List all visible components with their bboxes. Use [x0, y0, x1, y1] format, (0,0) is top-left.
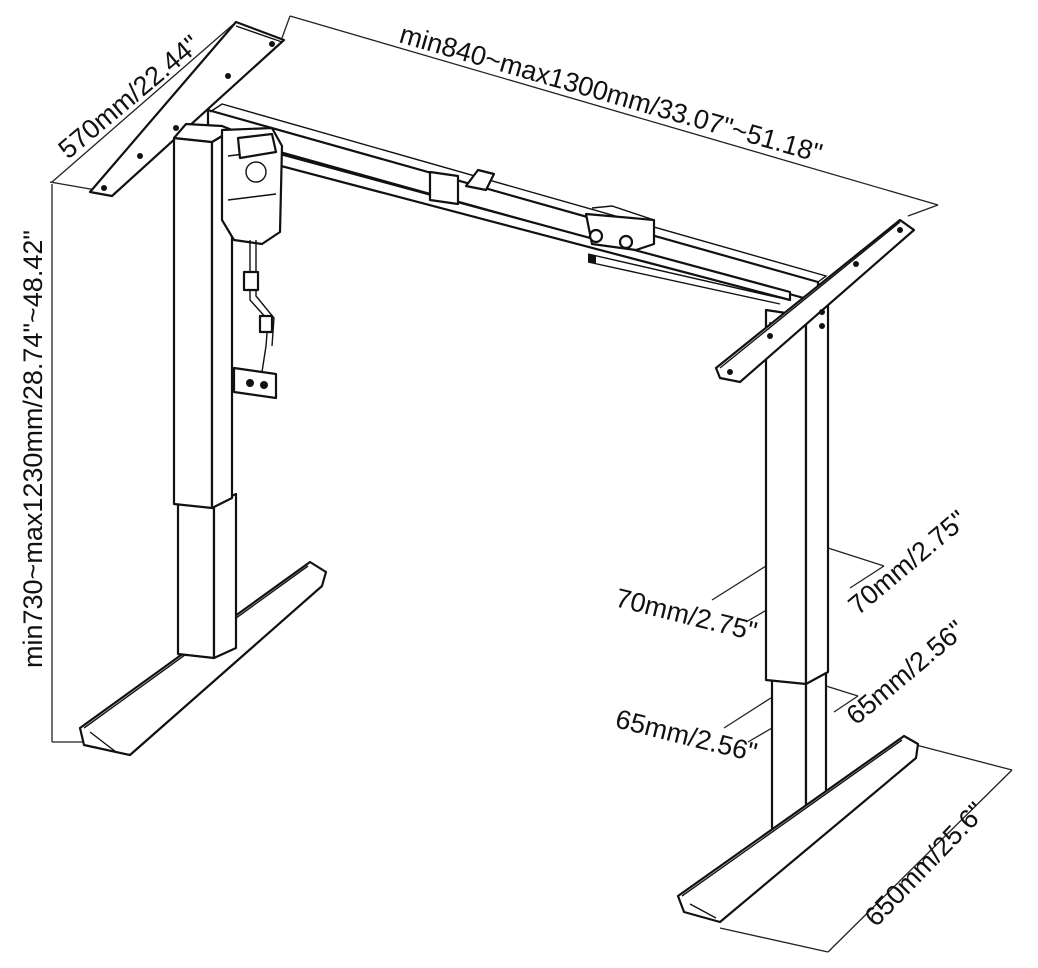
width-label: min840~max1300mm/33.07"~51.18"	[396, 19, 825, 169]
lower-column-side-label: 65mm/2.56"	[841, 615, 971, 731]
left-top-bracket	[88, 20, 286, 198]
cable-and-control-box	[232, 240, 278, 400]
dimension-lines	[49, 15, 1013, 953]
lower-column-front-label: 65mm/2.56"	[613, 704, 761, 768]
right-top-bracket	[714, 218, 916, 384]
right-foot	[676, 734, 920, 924]
motor	[220, 126, 284, 246]
upper-column-front-label: 70mm/2.75"	[613, 583, 761, 647]
crossbar	[206, 103, 828, 305]
left-column	[172, 122, 238, 660]
upper-column-side-label: 70mm/2.75"	[843, 505, 973, 621]
foot-length-label: 650mm/25.6"	[859, 796, 991, 932]
right-column	[764, 302, 830, 834]
height-label: min730~max1230mm/28.74"~48.42"	[18, 230, 48, 668]
